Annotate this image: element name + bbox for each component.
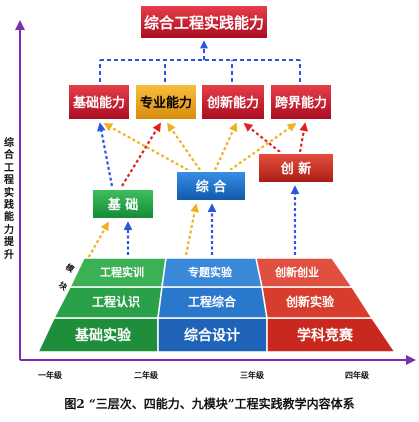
layer-comprehensive-label: 综 合: [196, 179, 228, 195]
ability-innovation-label: 创新能力: [206, 95, 259, 111]
layer-comprehensive: 综 合: [175, 170, 247, 202]
layer-basic: 基 础: [91, 188, 155, 220]
ability-professional-label: 专业能力: [140, 95, 192, 111]
y-axis-label: 综合工程实践能力提升: [4, 138, 14, 261]
side-label-upper: 模: [64, 261, 77, 274]
module-label-basic-experiment: 基础实验: [75, 327, 132, 344]
ability-crossover: 跨界能力: [269, 83, 333, 121]
ability-professional: 专业能力: [134, 83, 198, 121]
layer-innovation: 创 新: [257, 152, 335, 184]
layer-basic-label: 基 础: [107, 197, 139, 213]
x-tick-grade-2: 二年级: [134, 371, 158, 380]
x-tick-grade-1: 一年级: [38, 371, 62, 380]
module-label-engineering-recognition: 工程认识: [92, 294, 140, 309]
x-tick-grade-4: 四年级: [345, 371, 369, 380]
ability-innovation: 创新能力: [200, 83, 266, 121]
layer-innovation-label: 创 新: [280, 161, 312, 177]
module-label-special-experiment: 专题实验: [188, 265, 233, 279]
figure-caption: 图2 “三层次、四能力、九模块”工程实践教学内容体系: [64, 397, 355, 411]
ability-basic-label: 基础能力: [72, 95, 125, 111]
ability-basic: 基础能力: [67, 83, 131, 121]
top-box-comprehensive-ability: [139, 4, 269, 40]
module-label-innovation-experiment: 创新实验: [285, 294, 335, 309]
module-label-engineering-training: 工程实训: [100, 265, 144, 279]
module-base: [36, 257, 397, 353]
module-label-competition: 学科竞赛: [297, 327, 354, 344]
module-label-innovation-entrepreneurship: 创新创业: [274, 265, 319, 279]
top-box-label: 综合工程实践能力: [144, 14, 264, 32]
top-connector: [99, 40, 301, 82]
module-to-layer-arrows: [85, 185, 300, 263]
layer-to-ability-arrows: [97, 122, 309, 187]
module-label-engineering-synthesis: 工程综合: [188, 294, 237, 309]
ability-crossover-label: 跨界能力: [275, 95, 327, 111]
module-label-comprehensive-design: 综合设计: [184, 327, 240, 344]
module-cell-innovation-entrepreneurship: [255, 257, 354, 288]
x-tick-grade-3: 三年级: [240, 371, 264, 380]
